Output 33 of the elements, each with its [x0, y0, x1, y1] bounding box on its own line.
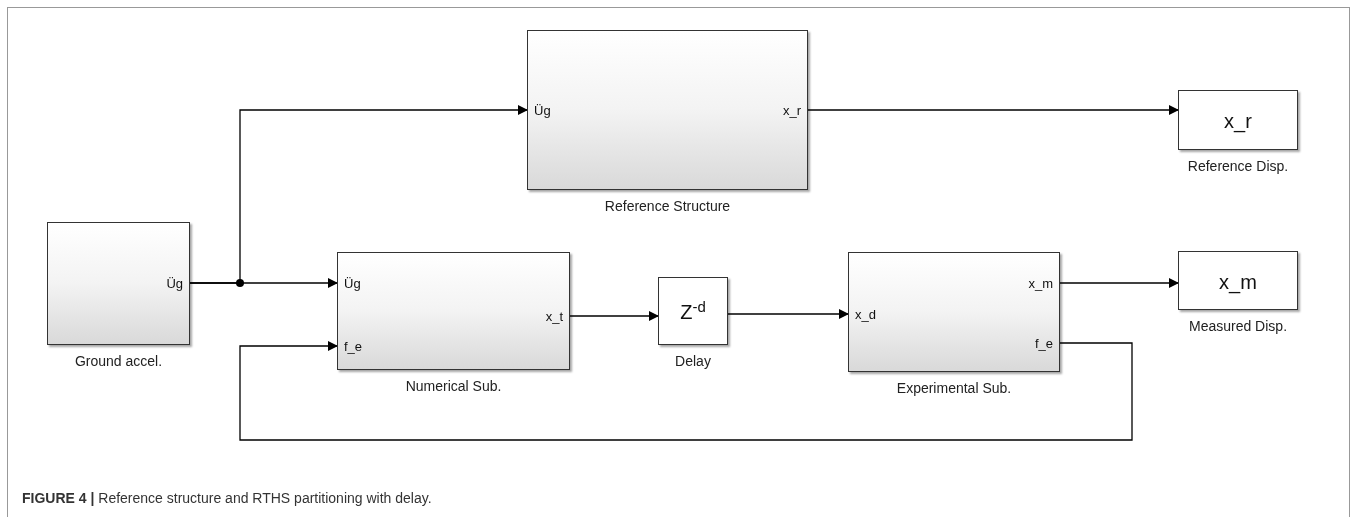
block-name: Ground accel. [74, 352, 163, 371]
port-label: f_e [1034, 335, 1053, 354]
subsystem-block [47, 222, 190, 345]
signal-arrow [1059, 278, 1179, 288]
subsystem-block [337, 252, 570, 370]
signal-block [1178, 251, 1298, 310]
port-label: Üg [534, 102, 551, 121]
subsystem-block [527, 30, 808, 190]
signal-arrow [807, 105, 1179, 115]
port-label: Üg [344, 275, 361, 294]
port-label: x_r [782, 102, 801, 121]
port-label: x_m [1028, 275, 1053, 294]
block-name: Delay [675, 352, 711, 371]
port-label: f_e [344, 338, 363, 357]
signal-arrow [727, 309, 849, 319]
block-name: Experimental Sub. [896, 379, 1012, 398]
block-name: Measured Disp. [1189, 317, 1287, 336]
port-label: x_d [855, 306, 876, 325]
signal-arrow [239, 341, 1133, 441]
signal-arrow [189, 278, 338, 288]
signal-block [1178, 90, 1298, 150]
figure-caption: FIGURE 4 | Reference structure and RTHS partitioning with delay. [22, 489, 432, 508]
block-name: Numerical Sub. [405, 377, 502, 396]
block-label: x_r [1223, 109, 1253, 135]
block-label: Z$^{-d}$ [679, 297, 707, 325]
subsystem-block [848, 252, 1060, 372]
block-name: Reference Structure [604, 197, 731, 216]
block-name: Reference Disp. [1187, 157, 1289, 176]
signal-block [658, 277, 728, 345]
port-label: Üg [166, 275, 183, 294]
signal-arrow [569, 311, 659, 321]
block-label: x_m [1218, 270, 1258, 296]
port-label: x_t [545, 308, 563, 327]
